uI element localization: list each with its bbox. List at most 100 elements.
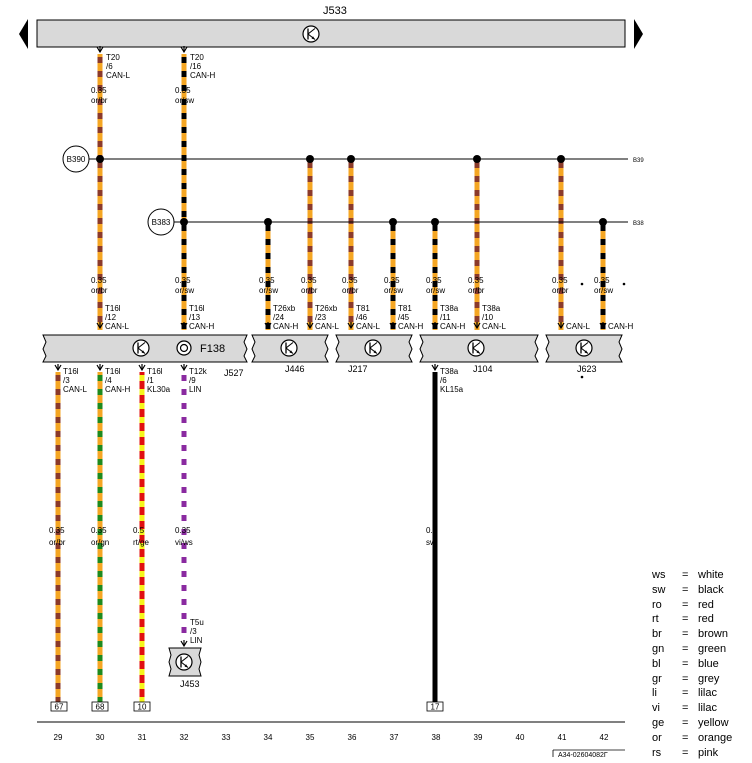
splice-b383: B383: [147, 208, 184, 236]
pin-arrow-icon: [180, 364, 188, 372]
bus-label-b38: B38: [633, 221, 644, 227]
j453-pin-label: T5u: [190, 618, 204, 627]
branch-wire-labels: 0.35or/br0.35or/sw0.35or/sw0.35or/br0.35…: [91, 276, 613, 295]
module-pin-number: /45: [398, 313, 410, 322]
lower-pin-signal: KL15a: [440, 385, 464, 394]
legend-eq: =: [682, 598, 689, 611]
branch-wire-size: 0.35: [426, 276, 442, 285]
lower-wire-size: 0.5: [133, 526, 145, 535]
legend-row: vi=lilac: [652, 701, 748, 716]
legend-code: sw: [652, 583, 666, 596]
legend-name: green: [698, 642, 727, 655]
branch-wire-size: 0.35: [301, 276, 317, 285]
module-pin-label: T38a: [482, 304, 501, 313]
legend-eq: =: [682, 657, 689, 670]
lower-wire-labels: T16l/3CAN-L0.35or/brT16l/4CAN-H0.35or/gn…: [49, 367, 464, 547]
ref-box: 67: [55, 703, 64, 712]
pin-arrow-icon: [473, 322, 481, 330]
legend-code: or: [652, 731, 662, 744]
splice-b390: B390: [62, 145, 100, 173]
lower-pin-number: /3: [63, 376, 70, 385]
pin-arrow-icon: [180, 640, 188, 648]
lower-wire-color: sw: [426, 538, 436, 547]
pin-arrow-icon: [431, 322, 439, 330]
column-number: 35: [306, 733, 315, 742]
module-j453: T5u /3 LIN J453: [168, 618, 204, 689]
branch-wire-color: or/sw: [384, 286, 403, 295]
top-pin-label: T20: [106, 53, 120, 62]
legend-row: ge=yellow: [652, 716, 748, 731]
control-unit-icon: [575, 339, 593, 357]
legend-row: rs=pink: [652, 746, 748, 761]
branch-wire-size: 0.35: [175, 276, 191, 285]
branch-wire-color: or/br: [301, 286, 318, 295]
lower-wire-color: rt/ge: [133, 538, 150, 547]
column-number: 29: [54, 733, 63, 742]
branch-wire-size: 0.35: [91, 276, 107, 285]
lower-pin-signal: KL30a: [147, 385, 171, 394]
legend-eq: =: [682, 687, 689, 700]
lower-pin-label: T16l: [105, 367, 121, 376]
column-number: 33: [222, 733, 231, 742]
column-number: 38: [432, 733, 441, 742]
column-number: 39: [474, 733, 483, 742]
lower-pin-label: T12k: [189, 367, 208, 376]
legend-name: lilac: [698, 702, 717, 715]
module-pin-label: T16l: [189, 304, 205, 313]
module-pin-signal: CAN-H: [608, 322, 634, 331]
lower-wire-size: 0.35: [49, 526, 65, 535]
legend-eq: =: [682, 628, 689, 641]
lower-wire-color: or/br: [49, 538, 66, 547]
module-pin-label: T81: [398, 304, 412, 313]
f138-label: F138: [200, 343, 225, 355]
lower-wire-size: 0.35: [175, 526, 191, 535]
control-unit-icon: [132, 339, 150, 357]
pin-arrow-icon: [599, 322, 607, 330]
legend-eq: =: [682, 716, 689, 729]
legend-name: black: [698, 583, 724, 596]
module-pin-label: T26xb: [315, 304, 338, 313]
j453-pin-signal: LIN: [190, 636, 203, 645]
branch-wire-size: 0.35: [259, 276, 275, 285]
j104-label: J104: [473, 364, 493, 374]
branch-wire-size: 0.35: [468, 276, 484, 285]
module-pin-signal: CAN-H: [398, 322, 424, 331]
module-j217: J217: [335, 334, 413, 374]
top-wire-size: 0.35: [91, 86, 107, 95]
legend-code: bl: [652, 657, 661, 670]
legend-eq: =: [682, 672, 689, 685]
module-pin-signal: CAN-L: [482, 322, 507, 331]
pin-arrow-icon: [306, 322, 314, 330]
top-pin-label: T20: [190, 53, 204, 62]
top-pin-number: /16: [190, 62, 202, 71]
bus-label-b39: B39: [633, 158, 644, 164]
legend-code: rt: [652, 613, 659, 626]
lower-pin-number: /6: [440, 376, 447, 385]
legend-row: gn=green: [652, 642, 748, 657]
legend-name: grey: [698, 672, 720, 685]
legend-row: sw=black: [652, 583, 748, 598]
pin-arrow-icon: [96, 364, 104, 372]
diagram-code: A34-02604082Г: [558, 752, 608, 759]
lower-wire-color: or/gn: [91, 538, 109, 547]
can-bus-lines: B39 B38: [90, 158, 644, 227]
legend-row: bl=blue: [652, 657, 748, 672]
legend-eq: =: [682, 569, 689, 581]
ref-box: 17: [431, 703, 440, 712]
control-unit-icon: [280, 339, 298, 357]
top-pin-signal: CAN-L: [106, 71, 131, 80]
column-number: 41: [558, 733, 567, 742]
top-wire-size: 0.35: [175, 86, 191, 95]
pin-arrow-icon: [96, 46, 104, 54]
legend-code: rs: [652, 746, 662, 759]
legend-name: red: [698, 613, 714, 626]
module-j623: J623: [545, 334, 623, 374]
top-pin-signal: CAN-H: [190, 71, 216, 80]
lower-wire-size: 0.5: [426, 526, 438, 535]
legend-code: vi: [652, 702, 660, 715]
legend-code: li: [652, 687, 657, 700]
j527-label: J527: [224, 368, 244, 378]
